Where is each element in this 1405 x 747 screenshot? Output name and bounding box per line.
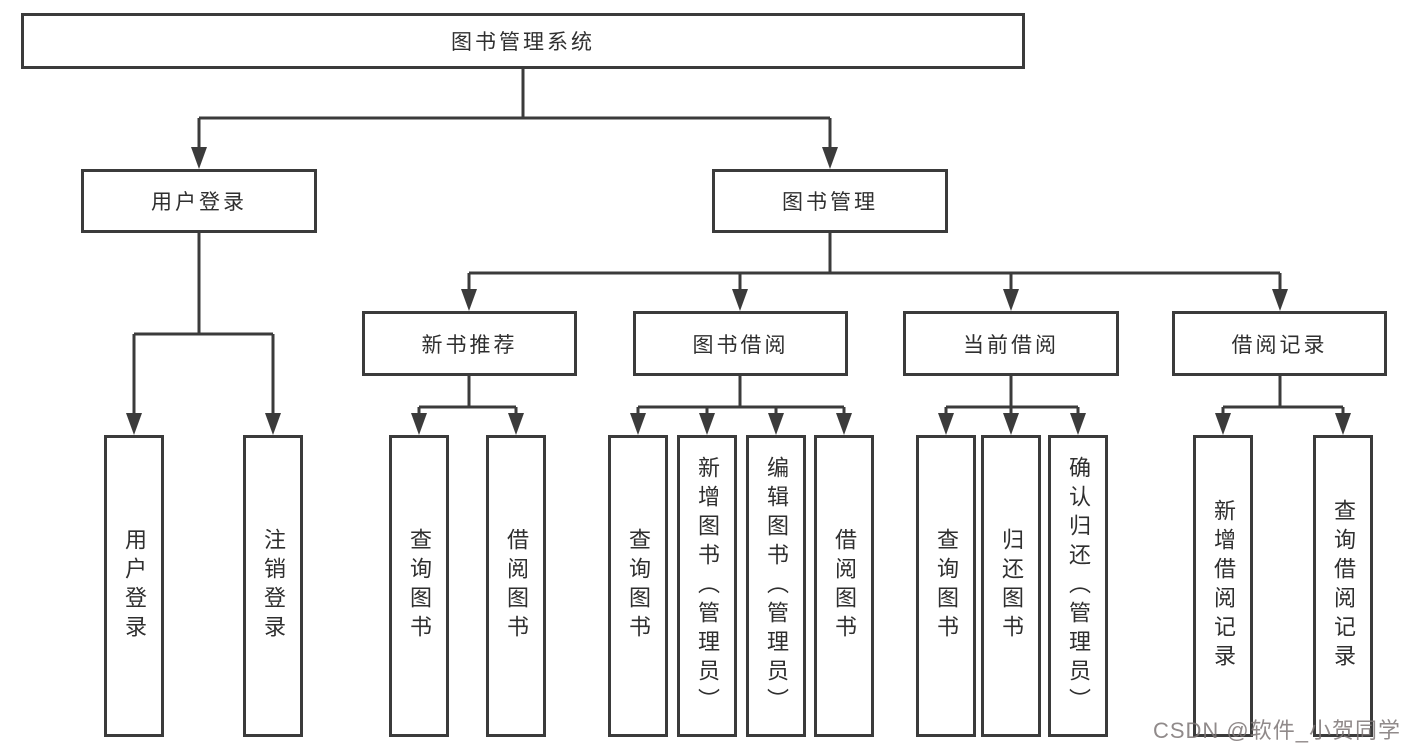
arrow-down-icon xyxy=(699,413,715,435)
arrow-down-icon xyxy=(265,413,281,435)
leaf-query-borrow-record: 查询借阅记录 xyxy=(1313,435,1373,737)
arrow-down-icon xyxy=(768,413,784,435)
leaf-logout: 注销登录 xyxy=(243,435,303,737)
leaf-return-book: 归还图书 xyxy=(981,435,1041,737)
node-root-system: 图书管理系统 xyxy=(21,13,1025,69)
connector-book-mgmt-split xyxy=(467,233,1282,293)
arrow-down-icon xyxy=(836,413,852,435)
leaf-query-books: 查询图书 xyxy=(916,435,976,737)
arrow-down-icon xyxy=(191,147,207,169)
arrow-down-icon xyxy=(1215,413,1231,435)
leaf-add-borrow-record: 新增借阅记录 xyxy=(1193,435,1253,737)
arrow-down-icon xyxy=(1003,413,1019,435)
csdn-watermark: CSDN @软件_小贺同学 xyxy=(1152,718,1401,743)
connector-records-split xyxy=(1221,376,1345,417)
arrow-down-icon xyxy=(126,413,142,435)
leaf-confirm-return-admin: 确认归还（管理员） xyxy=(1048,435,1108,737)
arrow-down-icon xyxy=(1335,413,1351,435)
leaf-add-book-admin: 新增图书（管理员） xyxy=(677,435,737,737)
arrow-down-icon xyxy=(411,413,427,435)
arrow-down-icon xyxy=(1070,413,1086,435)
node-user-login: 用户登录 xyxy=(81,169,317,233)
arrow-down-icon xyxy=(732,289,748,311)
arrow-down-icon xyxy=(630,413,646,435)
node-current-borrowing: 当前借阅 xyxy=(903,311,1119,376)
leaf-borrow-books: 借阅图书 xyxy=(814,435,874,737)
node-book-management: 图书管理 xyxy=(712,169,948,233)
arrow-down-icon xyxy=(1003,289,1019,311)
arrow-down-icon xyxy=(938,413,954,435)
leaf-edit-book-admin: 编辑图书（管理员） xyxy=(746,435,806,737)
arrow-down-icon xyxy=(1272,289,1288,311)
leaf-borrow-books: 借阅图书 xyxy=(486,435,546,737)
connector-user-login-split xyxy=(132,233,275,417)
connector-new-rec-split xyxy=(417,376,518,417)
arrow-down-icon xyxy=(508,413,524,435)
arrow-down-icon xyxy=(461,289,477,311)
node-new-book-recommend: 新书推荐 xyxy=(362,311,577,376)
connector-root-split xyxy=(197,69,832,151)
leaf-query-books: 查询图书 xyxy=(389,435,449,737)
arrow-down-icon xyxy=(822,147,838,169)
leaf-query-books: 查询图书 xyxy=(608,435,668,737)
node-book-borrowing: 图书借阅 xyxy=(633,311,848,376)
node-borrowing-records: 借阅记录 xyxy=(1172,311,1387,376)
connector-borrow-split xyxy=(636,376,846,417)
connector-current-split xyxy=(944,376,1080,417)
leaf-user-login: 用户登录 xyxy=(104,435,164,737)
